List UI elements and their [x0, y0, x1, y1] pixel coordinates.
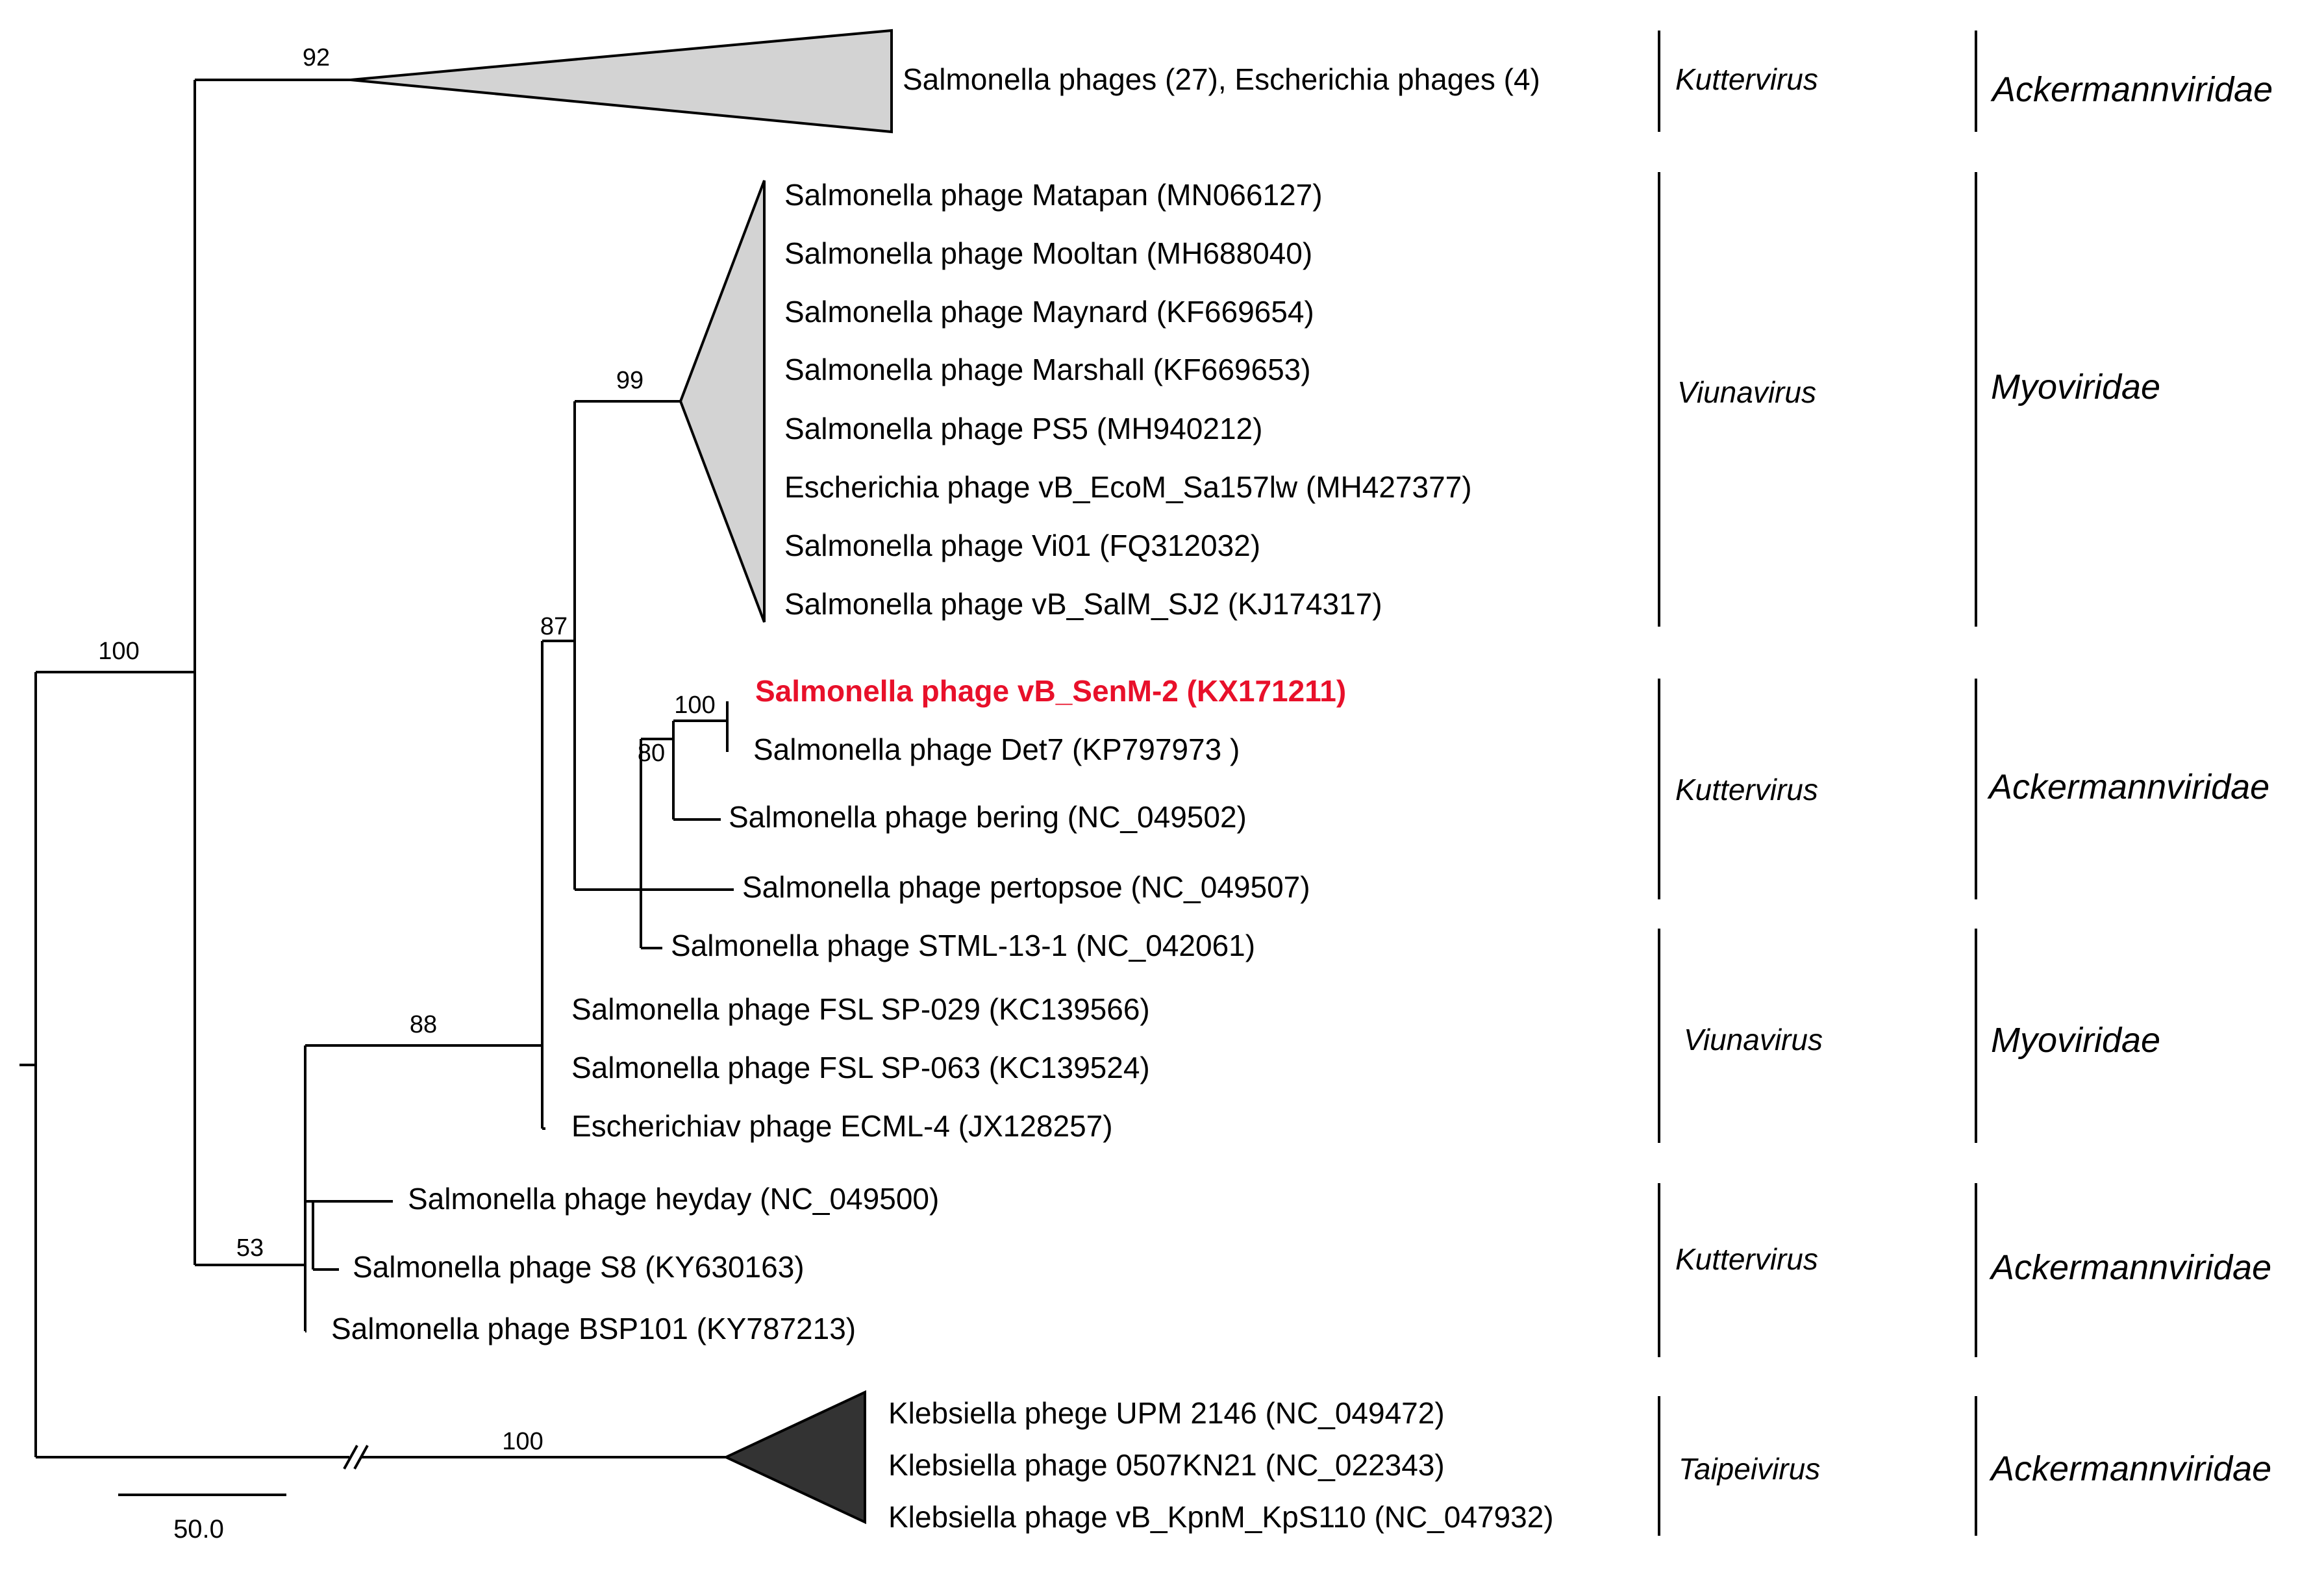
genus-label-6: Taipeivirus: [1679, 1452, 1820, 1486]
leaf-viuna-7: Salmonella phage Vi01 (FQ312032): [784, 529, 1260, 562]
leaf-viuna-6: Escherichia phage vB_EcoM_Sa157lw (MH427…: [784, 470, 1472, 504]
family-label-6: Ackermannviridae: [1989, 1449, 2271, 1488]
leaf-kutter-top: Salmonella phages (27), Escherichia phag…: [903, 62, 1540, 96]
leaf-klebsiella-3: Klebsiella phage vB_KpnM_KpS110 (NC_0479…: [888, 1500, 1554, 1534]
leaf-senm2-highlight: Salmonella phage vB_SenM-2 (KX171211): [755, 674, 1346, 708]
leaf-viuna-5: Salmonella phage PS5 (MH940212): [784, 412, 1262, 445]
family-label-4: Myoviridae: [1991, 1021, 2160, 1060]
collapsed-clade-kutter-top: [350, 29, 893, 134]
leaf-klebsiella-2: Klebsiella phage 0507KN21 (NC_022343): [888, 1448, 1445, 1482]
genus-label-4: Viunavirus: [1684, 1023, 1823, 1057]
family-label-2: Myoviridae: [1991, 368, 2160, 407]
leaf-fsl063: Salmonella phage FSL SP-063 (KC139524): [571, 1051, 1150, 1084]
genus-label-2: Viunavirus: [1677, 375, 1816, 409]
leaf-bering: Salmonella phage bering (NC_049502): [729, 800, 1247, 834]
tree-branches: [19, 79, 734, 1470]
genus-label-5: Kuttervirus: [1675, 1242, 1818, 1276]
collapsed-clade-viuna: [679, 180, 766, 623]
bootstrap-senm2-det7: 100: [674, 692, 715, 719]
bootstrap-node53: 53: [236, 1234, 264, 1262]
leaf-stml: Salmonella phage STML-13-1 (NC_042061): [671, 929, 1255, 962]
leaf-ecml4: Escherichiav phage ECML-4 (JX128257): [571, 1109, 1113, 1143]
bootstrap-node80: 80: [638, 740, 665, 767]
family-label-3: Ackermannviridae: [1987, 768, 2269, 807]
axis-break-mark-1: [343, 1445, 358, 1470]
genus-label-3: Kuttervirus: [1675, 773, 1818, 807]
collapsed-clade-taipei: [723, 1390, 866, 1525]
leaf-viuna-1: Salmonella phage Matapan (MN066127): [784, 178, 1323, 212]
family-label-5: Ackermannviridae: [1989, 1248, 2271, 1287]
leaf-pertopsoe: Salmonella phage pertopsoe (NC_049507): [742, 870, 1310, 904]
bootstrap-node87: 87: [540, 613, 568, 640]
family-label-1: Ackermannviridae: [1990, 70, 2273, 109]
bootstrap-values: 100 92 88 87 99 80 100 53 100: [98, 44, 715, 1455]
group-brackets: Kuttervirus Ackermannviridae Viunavirus …: [1658, 31, 2273, 1536]
leaf-viuna-8: Salmonella phage vB_SalM_SJ2 (KJ174317): [784, 587, 1382, 621]
leaf-bsp101: Salmonella phage BSP101 (KY787213): [331, 1312, 856, 1345]
leaf-viuna-3: Salmonella phage Maynard (KF669654): [784, 295, 1314, 329]
leaf-labels: Salmonella phages (27), Escherichia phag…: [331, 62, 1554, 1534]
bootstrap-taipei: 100: [502, 1428, 543, 1455]
bootstrap-kutter-top: 92: [303, 44, 330, 71]
genus-label-1: Kuttervirus: [1675, 62, 1818, 96]
bootstrap-node88: 88: [410, 1011, 437, 1038]
bootstrap-viuna: 99: [616, 367, 643, 394]
axis-break-mark-2: [353, 1445, 369, 1470]
leaf-viuna-2: Salmonella phage Mooltan (MH688040): [784, 236, 1312, 270]
leaf-klebsiella-1: Klebsiella phege UPM 2146 (NC_049472): [888, 1396, 1445, 1430]
leaf-viuna-4: Salmonella phage Marshall (KF669653): [784, 353, 1311, 386]
scale-bar-label: 50.0: [173, 1515, 224, 1544]
scale-bar: 50.0: [118, 1494, 286, 1544]
leaf-s8: Salmonella phage S8 (KY630163): [353, 1250, 805, 1284]
bootstrap-root-upper: 100: [98, 638, 139, 665]
leaf-det7: Salmonella phage Det7 (KP797973 ): [753, 732, 1240, 766]
leaf-fsl029: Salmonella phage FSL SP-029 (KC139566): [571, 992, 1150, 1026]
leaf-heyday: Salmonella phage heyday (NC_049500): [408, 1182, 939, 1216]
